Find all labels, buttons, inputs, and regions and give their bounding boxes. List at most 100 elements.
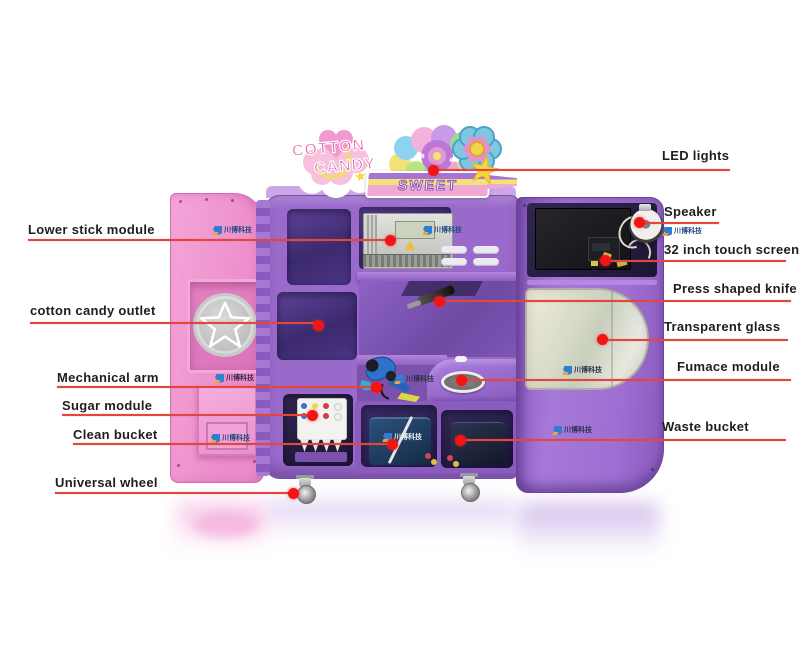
sugar-cap-red (323, 403, 329, 409)
sugar-cap-white (334, 413, 342, 421)
shelf (357, 355, 447, 365)
brand-logo: 川博科技 (211, 434, 250, 443)
speaker-cap (639, 204, 651, 211)
callout-dot (371, 382, 382, 393)
device-rails (365, 215, 377, 261)
screw-icon (205, 198, 208, 201)
sugar-funnel (322, 439, 331, 452)
callout-dot (597, 334, 608, 345)
door-hinge (256, 200, 270, 476)
callout-line (30, 322, 318, 324)
label-universal-wheel: Universal wheel (55, 475, 158, 490)
label-cotton-candy-outlet: cotton candy outlet (30, 303, 156, 318)
screw-icon (253, 460, 256, 463)
label-mechanical-arm: Mechanical arm (57, 370, 159, 385)
callout-dot (455, 435, 466, 446)
clean-bucket: 川博科技 (369, 415, 431, 465)
sugar-compartment (283, 394, 353, 466)
screw-icon (179, 200, 182, 203)
warning-icon (405, 241, 415, 250)
door-window (187, 279, 263, 373)
callout-line (606, 260, 786, 262)
cotton-candy-sign: COTTON CANDY (272, 110, 400, 198)
callout-dot (434, 296, 445, 307)
sugar-cap-white (334, 403, 342, 411)
reflection-cabinet (268, 500, 514, 538)
speaker (629, 204, 663, 243)
brand-logo-icon (395, 375, 404, 384)
callout-line (441, 300, 791, 302)
door-sill (527, 280, 657, 285)
callout-dot (313, 320, 324, 331)
wheel-fork (463, 476, 475, 486)
sugar-funnel (333, 439, 342, 452)
screw-icon (177, 464, 180, 467)
brand-logo-icon (563, 366, 572, 375)
label-waste-bucket: Waste bucket (662, 419, 749, 434)
brand-logo: 川博科技 (383, 433, 422, 442)
brand-logo: 川博科技 (553, 426, 592, 435)
wheel-tire (297, 485, 316, 504)
sugar-cap-red (323, 413, 329, 419)
callout-dot (288, 488, 299, 499)
stick-chute (197, 386, 257, 456)
middle-compartment (359, 281, 517, 357)
sugar-funnel (311, 439, 320, 452)
callout-line (62, 414, 313, 416)
banner-text: SWEET (397, 176, 459, 193)
cap-red (425, 453, 431, 459)
control-button (441, 258, 467, 266)
brand-logo: 川博科技 (563, 366, 602, 375)
sugar-cap-blue (301, 403, 307, 409)
callout-line (434, 169, 730, 171)
brand-logo: 川博科技 (395, 375, 434, 384)
label-transparent-glass: Transparent glass (664, 319, 781, 334)
label-speaker: Speaker (664, 204, 717, 219)
screen-recess (527, 203, 663, 277)
label-touch-screen: 32 inch touch screen (664, 242, 800, 257)
brand-logo: 川博科技 (423, 226, 462, 235)
screen-label (592, 243, 610, 251)
furnace-counter (427, 356, 519, 403)
callout-dot (428, 165, 439, 176)
brand-logo-icon (213, 226, 222, 235)
control-button (473, 246, 499, 254)
brand-logo-icon (211, 434, 220, 443)
callout-line (462, 439, 786, 441)
callout-line (604, 339, 788, 341)
bucket-frame: 川博科技 (355, 401, 519, 473)
cloud-shape (279, 117, 395, 198)
device-base (363, 254, 451, 267)
callout-dot (387, 439, 398, 450)
cap-yellow (453, 461, 459, 467)
sugar-cap-yellow (312, 403, 318, 409)
sugar-cap-blue (301, 413, 307, 419)
brand-logo: 川博科技 (215, 374, 254, 383)
star-emblem (193, 293, 257, 357)
callout-line (57, 386, 377, 388)
label-lower-stick-module: Lower stick module (28, 222, 155, 237)
brand-logo-text: 川博科技 (574, 367, 602, 374)
vent-pill (455, 356, 467, 362)
brand-logo-text: 川博科技 (406, 376, 434, 383)
callout-line (55, 492, 296, 494)
callout-dot (634, 217, 645, 228)
screw-icon (231, 199, 234, 202)
brand-logo-text: 川博科技 (224, 227, 252, 234)
brand-logo-icon (553, 426, 562, 435)
wheel-plate (296, 475, 314, 479)
callout-dot (600, 255, 611, 266)
callout-line (640, 222, 719, 224)
label-fumace-module: Fumace module (677, 359, 780, 374)
label-clean-bucket: Clean bucket (73, 427, 158, 442)
brand-logo-text: 川博科技 (222, 435, 250, 442)
brand-logo-text: 川博科技 (394, 434, 422, 441)
caster-wheel-front-right (456, 473, 482, 503)
reflection-right-door (518, 503, 660, 555)
star-decoration-small: ★ (352, 167, 368, 185)
wheel-plate (460, 473, 478, 477)
clean-bucket-compartment: 川博科技 (361, 405, 437, 467)
label-sugar-module: Sugar module (62, 398, 153, 413)
cap-yellow (431, 459, 437, 465)
